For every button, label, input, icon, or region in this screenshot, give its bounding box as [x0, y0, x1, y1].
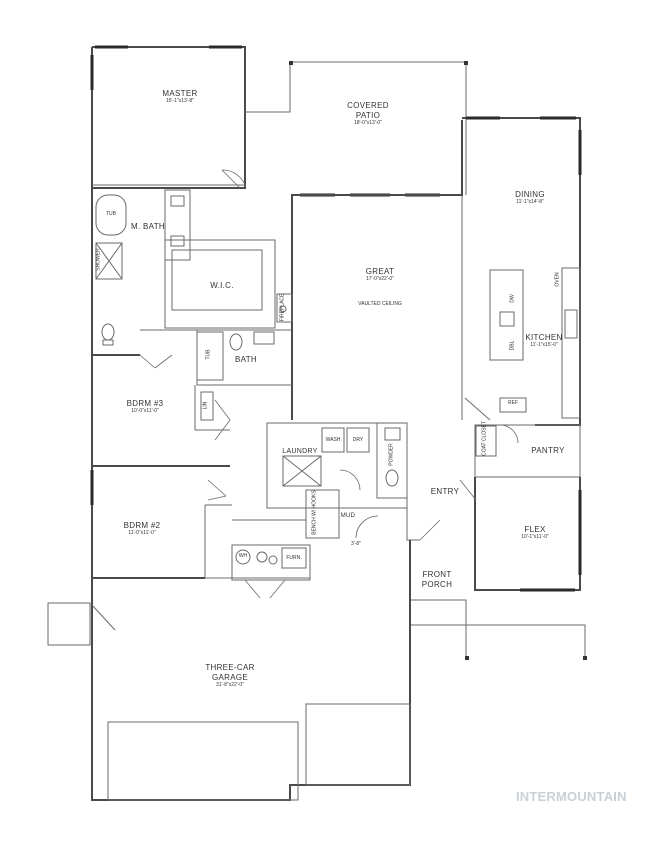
room-label-laundry: LAUNDRY: [280, 448, 320, 455]
room-name: W.I.C.: [210, 281, 234, 290]
fixture-bench: BENCH W/ HOOKS: [311, 490, 318, 535]
room-name: KITCHEN: [525, 333, 563, 342]
room-label-mbath: M. BATH: [128, 223, 168, 231]
fixture-linen: LIN: [202, 401, 209, 410]
fixture-tub-hall: TUB: [205, 349, 212, 360]
room-name: GREAT: [365, 267, 395, 276]
room-name: FLEX: [524, 525, 546, 534]
room-dims: 17'-0"x22'-0": [366, 276, 394, 282]
fixture-fridge: REF: [508, 400, 518, 406]
room-label-entry: ENTRY: [425, 488, 465, 496]
fixture-mud-dim: 3'-8": [351, 541, 361, 547]
room-label-bdrm2: BDRM #2 11'-0"x11'-0": [112, 522, 172, 536]
room-label-pantry: PANTRY: [528, 447, 568, 455]
room-label-patio: COVERED PATIO 18'-0"x13'-0": [338, 102, 398, 126]
fixture-furnace: FURN.: [286, 555, 302, 561]
fixture-double-oven: DBL: [509, 340, 516, 351]
fixture-dishwasher: DW: [509, 294, 516, 303]
room-dims: 10'-0"x11'-0": [131, 408, 159, 414]
room-label-master: MASTER 15'-1"x13'-8": [150, 90, 210, 104]
fixture-shower: SHOWER: [95, 248, 102, 271]
fixture-tub-master: TUB: [106, 211, 116, 217]
fixture-coat-closet: COAT CLOSET: [481, 421, 488, 456]
room-name: FRONT: [422, 570, 452, 579]
room-name: LAUNDRY: [282, 448, 318, 455]
room-name-line2: PATIO: [355, 111, 381, 120]
fixture-powder: POWDER: [388, 443, 395, 466]
room-name-line2: PORCH: [421, 580, 453, 589]
room-name: M. BATH: [131, 222, 165, 231]
fixture-washer: WASH: [325, 437, 341, 443]
room-name: BDRM #2: [123, 521, 161, 530]
room-name: MUD: [340, 513, 356, 519]
room-dims: 11'-1"x14'-8": [516, 199, 544, 205]
room-label-bath: BATH: [232, 356, 260, 364]
fixture-water-heater: WH: [238, 553, 248, 559]
room-dims: 11'-0"x11'-0": [128, 530, 156, 536]
room-label-great: GREAT 17'-0"x22'-0": [345, 268, 415, 282]
room-name: THREE-CAR: [205, 663, 255, 672]
vaulted-ceiling-note: VAULTED CEILING: [358, 301, 402, 307]
fixture-oven: OVEN: [554, 272, 561, 287]
room-dims: 18'-0"x13'-0": [354, 120, 382, 126]
room-label-flex: FLEX 10'-1"x11'-0": [505, 526, 565, 540]
room-label-garage: THREE-CAR GARAGE 31'-8"x22'-0": [195, 664, 265, 688]
watermark-logo: INTERMOUNTAIN: [516, 789, 627, 804]
fixture-fireplace: FIREPLACE: [279, 293, 286, 322]
room-label-porch: FRONT PORCH: [417, 571, 457, 589]
room-label-wic: W.I.C.: [202, 282, 242, 290]
room-dims: 11'-1"x15'-0": [530, 342, 558, 348]
room-name: DINING: [515, 190, 545, 199]
room-name: COVERED: [347, 101, 389, 110]
room-label-bdrm3: BDRM #3 10'-0"x11'-0": [115, 400, 175, 414]
room-dims: 31'-8"x22'-0": [216, 682, 244, 688]
room-name: ENTRY: [430, 487, 460, 496]
room-name: BDRM #3: [126, 399, 164, 408]
fixture-dryer: DRY: [352, 437, 364, 443]
room-label-kitchen: KITCHEN 11'-1"x15'-0": [520, 334, 568, 348]
room-name: PANTRY: [531, 446, 565, 455]
room-dims: 15'-1"x13'-8": [166, 98, 194, 104]
room-name-line2: GARAGE: [211, 673, 249, 682]
room-label-dining: DINING 11'-1"x14'-8": [500, 191, 560, 205]
room-dims: 10'-1"x11'-0": [521, 534, 549, 540]
room-label-mud: MUD: [336, 513, 360, 519]
room-name: BATH: [235, 355, 257, 364]
room-name: MASTER: [162, 89, 198, 98]
